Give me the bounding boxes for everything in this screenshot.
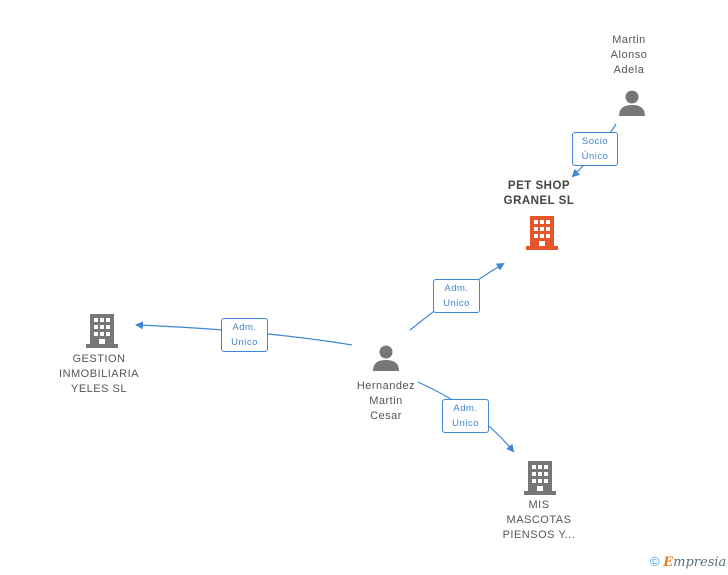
node-label-gestion[interactable]: GESTION INMOBILIARIA YELES SL xyxy=(59,353,139,395)
empresia-watermark: © Empresia xyxy=(650,554,726,570)
edge-label-adm-gestion[interactable]: Adm. Unico xyxy=(221,318,268,352)
brand-logo: Empresia xyxy=(663,555,727,570)
edge-label-adm-mis-mascotas[interactable]: Adm. Unico xyxy=(442,399,489,433)
person-icon[interactable] xyxy=(617,88,647,118)
person-icon[interactable] xyxy=(371,343,401,373)
node-label-hernandez[interactable]: Hernandez Martin Cesar xyxy=(356,380,416,422)
node-label-mis-mascotas[interactable]: MIS MASCOTAS PIENSOS Y... xyxy=(502,499,576,541)
edge-label-socio-unico[interactable]: Socio Único xyxy=(572,132,618,166)
company-building-icon[interactable] xyxy=(524,459,556,495)
company-building-icon[interactable] xyxy=(86,312,118,348)
company-building-icon-highlight[interactable] xyxy=(526,214,558,250)
edge-label-adm-pet-shop[interactable]: Adm. Unico xyxy=(433,279,480,313)
node-label-martin-alonso[interactable]: Martin Alonso Adela xyxy=(610,34,648,76)
copyright-icon: © xyxy=(650,554,660,569)
node-label-pet-shop[interactable]: PET SHOP GRANEL SL xyxy=(503,180,575,207)
